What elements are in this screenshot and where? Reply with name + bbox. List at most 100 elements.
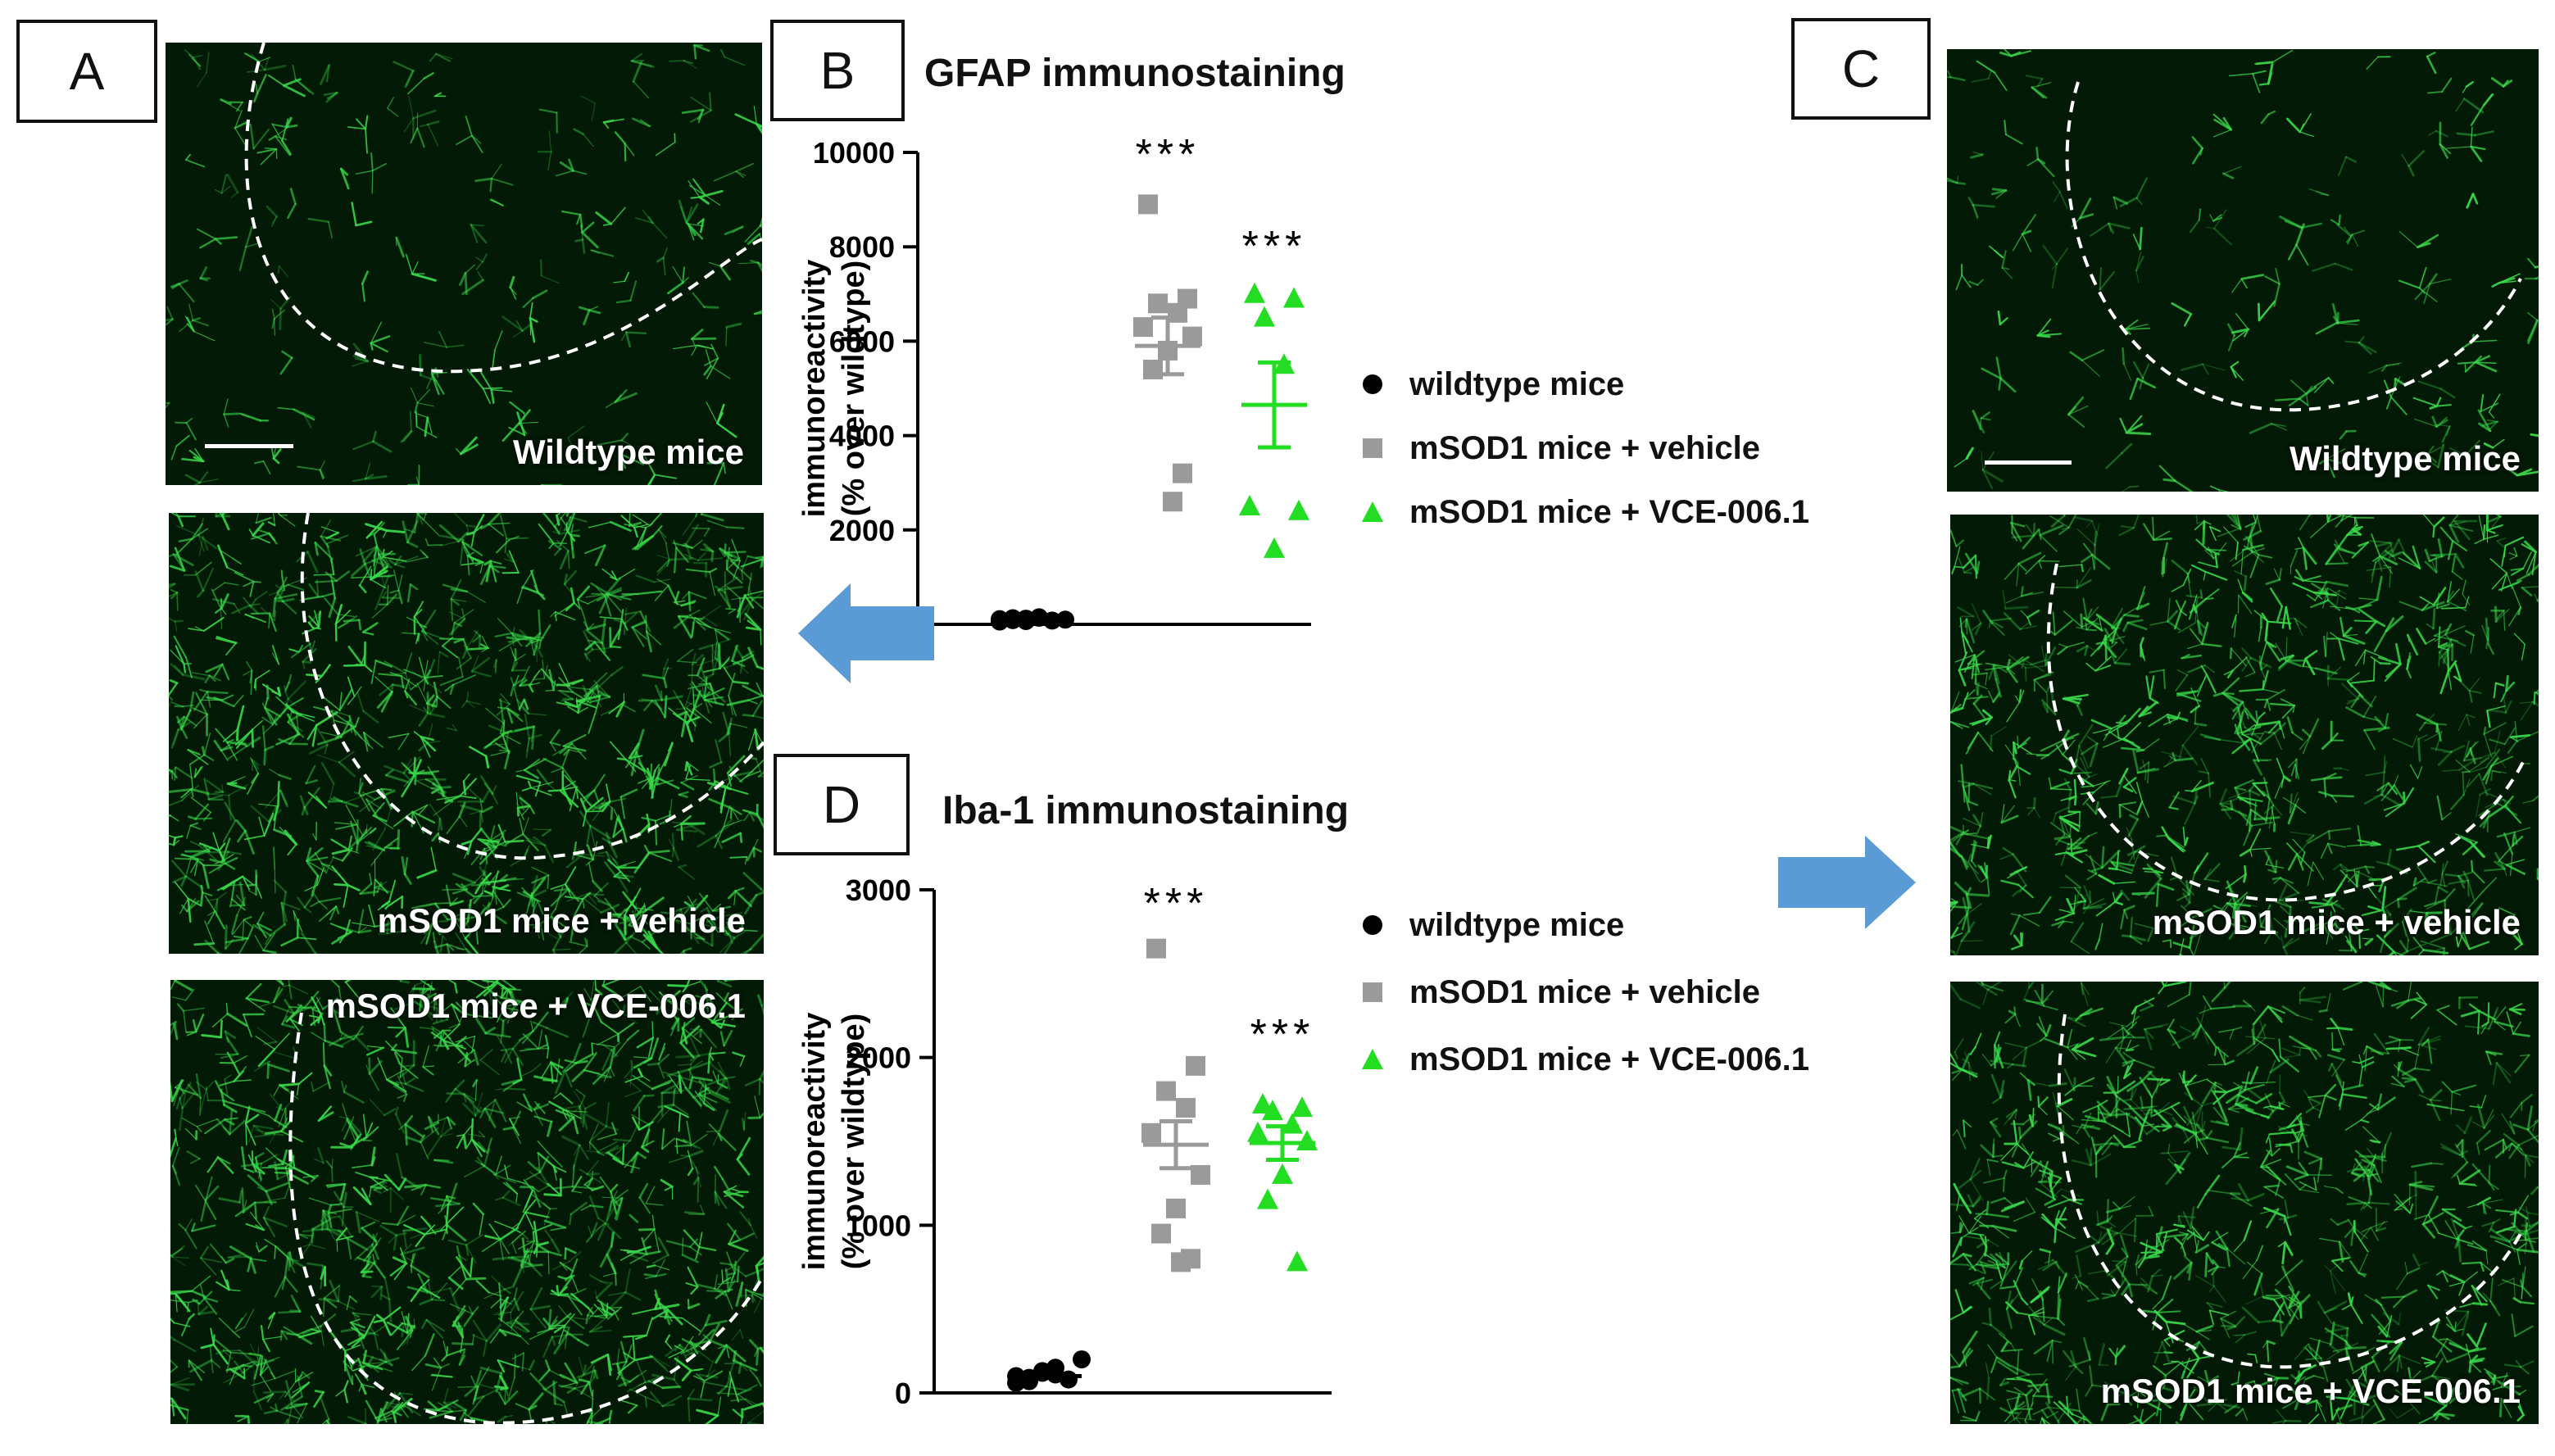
scale-bar bbox=[1985, 460, 2072, 465]
significance-marker: *** bbox=[1144, 880, 1209, 928]
legend-iba1: wildtype mice mSOD1 mice + vehicle mSOD1… bbox=[1360, 891, 1809, 1093]
data-point bbox=[1252, 1092, 1273, 1114]
y-tick-label: 2000 bbox=[846, 1041, 911, 1075]
fluorescence-image bbox=[1950, 515, 2539, 955]
square-marker-icon bbox=[1360, 976, 1409, 1009]
data-point bbox=[1173, 463, 1192, 483]
micrograph-caption: mSOD1 mice + VCE-006.1 bbox=[325, 987, 746, 1025]
data-point bbox=[1239, 495, 1260, 515]
data-point bbox=[1247, 1121, 1268, 1142]
data-point bbox=[1138, 194, 1158, 215]
data-point bbox=[1296, 1130, 1318, 1150]
y-axis-label: (% over wildtype) bbox=[837, 1014, 871, 1270]
chart-title-iba1: Iba-1 immunostaining bbox=[942, 789, 1350, 832]
data-point bbox=[1148, 293, 1168, 314]
region-outline bbox=[2065, 81, 2522, 412]
y-axis-label: (% over wildtype) bbox=[837, 261, 871, 517]
data-point bbox=[1191, 1164, 1210, 1185]
y-tick-label: 8000 bbox=[829, 230, 895, 264]
panel-label-d: D bbox=[774, 754, 910, 855]
data-point bbox=[1143, 359, 1163, 379]
data-point bbox=[1244, 282, 1265, 303]
data-point bbox=[1151, 1223, 1171, 1244]
panel-label-a: A bbox=[16, 20, 157, 123]
y-tick-label: 6000 bbox=[829, 324, 895, 358]
data-point bbox=[1168, 302, 1187, 323]
data-point bbox=[1186, 1055, 1205, 1076]
legend-gfap: wildtype mice mSOD1 mice + vehicle mSOD1… bbox=[1360, 352, 1809, 544]
data-point bbox=[1288, 499, 1309, 520]
data-point bbox=[1257, 1188, 1278, 1209]
fluorescence-image bbox=[1950, 982, 2539, 1424]
significance-marker: *** bbox=[1250, 1011, 1315, 1059]
data-point bbox=[1156, 1081, 1176, 1101]
legend-label: mSOD1 mice + VCE-006.1 bbox=[1409, 1041, 1810, 1077]
triangle-marker-icon bbox=[1360, 1043, 1409, 1076]
square-marker-icon bbox=[1360, 432, 1409, 465]
legend-item-wildtype: wildtype mice bbox=[1360, 352, 1809, 416]
region-outline bbox=[244, 43, 762, 374]
significance-marker: *** bbox=[1136, 131, 1200, 179]
significance-marker: *** bbox=[1242, 223, 1307, 270]
data-point bbox=[1287, 1250, 1308, 1272]
y-tick-label: 3000 bbox=[846, 873, 911, 907]
legend-label: mSOD1 mice + VCE-006.1 bbox=[1409, 493, 1810, 530]
legend-label: mSOD1 mice + vehicle bbox=[1409, 429, 1761, 466]
data-point bbox=[1283, 287, 1305, 308]
circle-marker-icon bbox=[1360, 909, 1409, 941]
panel-label-b: B bbox=[770, 20, 905, 121]
legend-label: mSOD1 mice + vehicle bbox=[1409, 973, 1761, 1010]
micrograph-c-wildtype: Wildtype mice bbox=[1947, 49, 2539, 492]
data-point bbox=[1073, 1350, 1091, 1369]
chart-gfap: 0200040006000800010000immunoreactivity(%… bbox=[797, 131, 1311, 642]
fluorescence-image bbox=[166, 43, 762, 485]
legend-label: wildtype mice bbox=[1409, 365, 1625, 402]
micrograph-caption: mSOD1 mice + vehicle bbox=[377, 901, 746, 940]
scale-bar bbox=[205, 444, 293, 448]
data-point bbox=[1182, 326, 1202, 347]
data-point bbox=[1171, 1252, 1191, 1272]
data-point bbox=[1133, 317, 1153, 338]
legend-item-wildtype: wildtype mice bbox=[1360, 891, 1809, 959]
y-tick-label: 0 bbox=[895, 1377, 911, 1410]
data-point bbox=[1146, 938, 1166, 959]
triangle-marker-icon bbox=[1360, 496, 1409, 528]
micrograph-a-wildtype: Wildtype mice bbox=[166, 43, 762, 485]
data-point bbox=[1141, 1123, 1161, 1143]
y-tick-label: 1000 bbox=[846, 1209, 911, 1242]
micrograph-a-vehicle: mSOD1 mice + vehicle bbox=[169, 513, 764, 954]
legend-item-vce: mSOD1 mice + VCE-006.1 bbox=[1360, 480, 1809, 544]
micrograph-caption: mSOD1 mice + VCE-006.1 bbox=[2100, 1372, 2521, 1410]
micrograph-caption: mSOD1 mice + vehicle bbox=[2152, 903, 2521, 941]
panel-label-c: C bbox=[1791, 18, 1931, 120]
micrograph-a-vce: mSOD1 mice + VCE-006.1 bbox=[170, 980, 764, 1424]
legend-item-vce: mSOD1 mice + VCE-006.1 bbox=[1360, 1026, 1809, 1093]
region-outline bbox=[2057, 1014, 2526, 1369]
data-point bbox=[1254, 306, 1275, 327]
legend-item-vehicle: mSOD1 mice + vehicle bbox=[1360, 959, 1809, 1026]
legend-item-vehicle: mSOD1 mice + vehicle bbox=[1360, 416, 1809, 480]
micrograph-c-vce: mSOD1 mice + VCE-006.1 bbox=[1950, 982, 2539, 1424]
fluorescence-image bbox=[1947, 49, 2539, 492]
data-point bbox=[1176, 1098, 1196, 1118]
y-tick-label: 2000 bbox=[829, 514, 895, 547]
micrograph-caption: Wildtype mice bbox=[2289, 439, 2521, 478]
arrow-right-icon bbox=[1778, 836, 1916, 929]
legend-label: wildtype mice bbox=[1409, 906, 1625, 943]
y-axis-label: immunoreactivity bbox=[797, 260, 832, 518]
y-tick-label: 4000 bbox=[829, 420, 895, 453]
fluorescence-image bbox=[169, 513, 764, 954]
data-point bbox=[1163, 492, 1182, 512]
fluorescence-image bbox=[170, 980, 764, 1424]
region-outline bbox=[2046, 563, 2526, 902]
arrow-left-icon bbox=[798, 583, 934, 683]
micrograph-c-vehicle: mSOD1 mice + vehicle bbox=[1950, 515, 2539, 955]
data-point bbox=[1272, 1163, 1293, 1184]
chart-title-gfap: GFAP immunostaining bbox=[924, 52, 1346, 95]
micrograph-caption: Wildtype mice bbox=[512, 433, 744, 471]
data-point bbox=[1262, 1100, 1283, 1121]
circle-marker-icon bbox=[1360, 368, 1409, 401]
region-outline bbox=[300, 513, 764, 860]
data-point bbox=[1291, 1096, 1313, 1118]
